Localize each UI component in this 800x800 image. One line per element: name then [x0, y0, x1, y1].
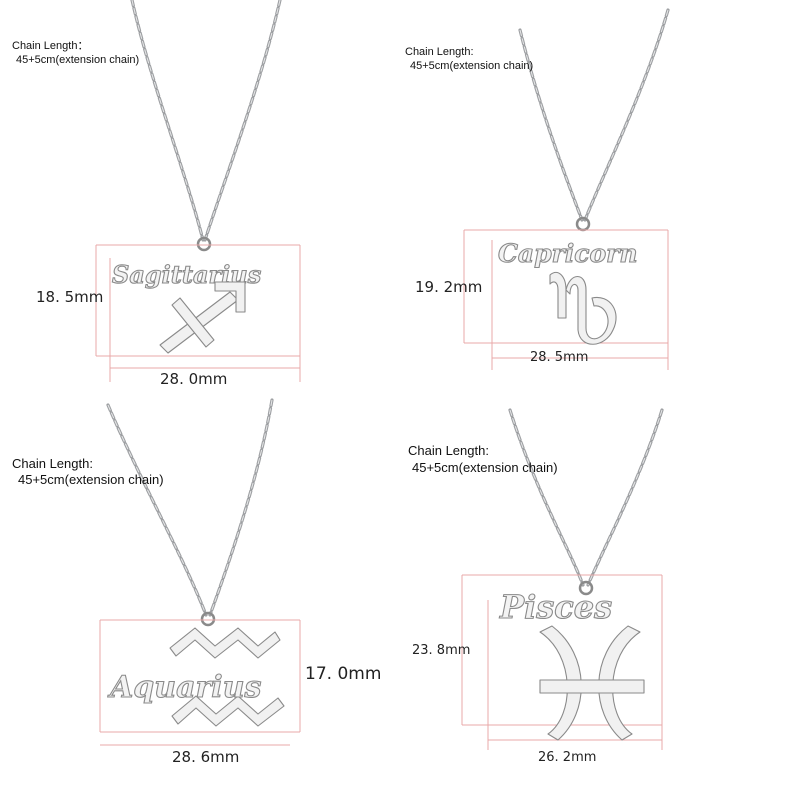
- width-dimension: 28. 5mm: [530, 350, 589, 365]
- chain-length-label: Chain Length:: [12, 456, 93, 471]
- chain-length-label: Chain Length:: [405, 46, 474, 58]
- chain-length-value: 45+5cm(extension chain): [410, 60, 534, 72]
- product-panel-aquarius: Aquarius Chain Length: 45+5cm(extension …: [0, 398, 400, 800]
- product-panel-sagittarius: Sagittarius Chain Length： 45+5cm(extensi…: [0, 0, 400, 400]
- capricorn-necklace-image: Capricorn: [463, 8, 670, 370]
- sagittarius-icon: [159, 281, 246, 354]
- product-panel-pisces: Pisces Chain Length: 45+5cm(extension ch…: [400, 400, 800, 800]
- pendant-script-sagittarius: Sagittarius: [112, 260, 262, 289]
- chain-length-label: Chain Length:: [408, 443, 489, 458]
- chain-length-value: 45+5cm(extension chain): [412, 460, 558, 475]
- pisces-necklace-image: Pisces: [461, 408, 664, 750]
- width-dimension: 28. 0mm: [160, 370, 228, 388]
- pendant-script-capricorn: Capricorn: [498, 239, 638, 268]
- aquarius-necklace-image: Aquarius: [99, 398, 301, 746]
- height-dimension: 23. 8mm: [412, 643, 471, 658]
- chain-length-value: 45+5cm(extension chain): [16, 54, 140, 66]
- height-dimension: 18. 5mm: [36, 288, 104, 306]
- width-dimension: 26. 2mm: [538, 750, 597, 765]
- chain-length-value: 45+5cm(extension chain): [18, 472, 164, 487]
- pisces-icon: [539, 625, 645, 741]
- aquarius-icon: [169, 627, 285, 727]
- width-dimension: 28. 6mm: [172, 748, 240, 766]
- height-dimension: 19. 2mm: [415, 278, 483, 296]
- sagittarius-necklace-image: Sagittarius: [95, 0, 301, 382]
- product-panel-capricorn: Capricorn Chain Length: 45+5cm(extension…: [400, 0, 800, 400]
- height-dimension: 17. 0mm: [305, 664, 382, 684]
- pendant-script-pisces: Pisces: [499, 588, 612, 626]
- chain-length-label: Chain Length：: [12, 40, 89, 52]
- pendant-script-aquarius: Aquarius: [107, 670, 262, 705]
- capricorn-icon: [549, 271, 617, 345]
